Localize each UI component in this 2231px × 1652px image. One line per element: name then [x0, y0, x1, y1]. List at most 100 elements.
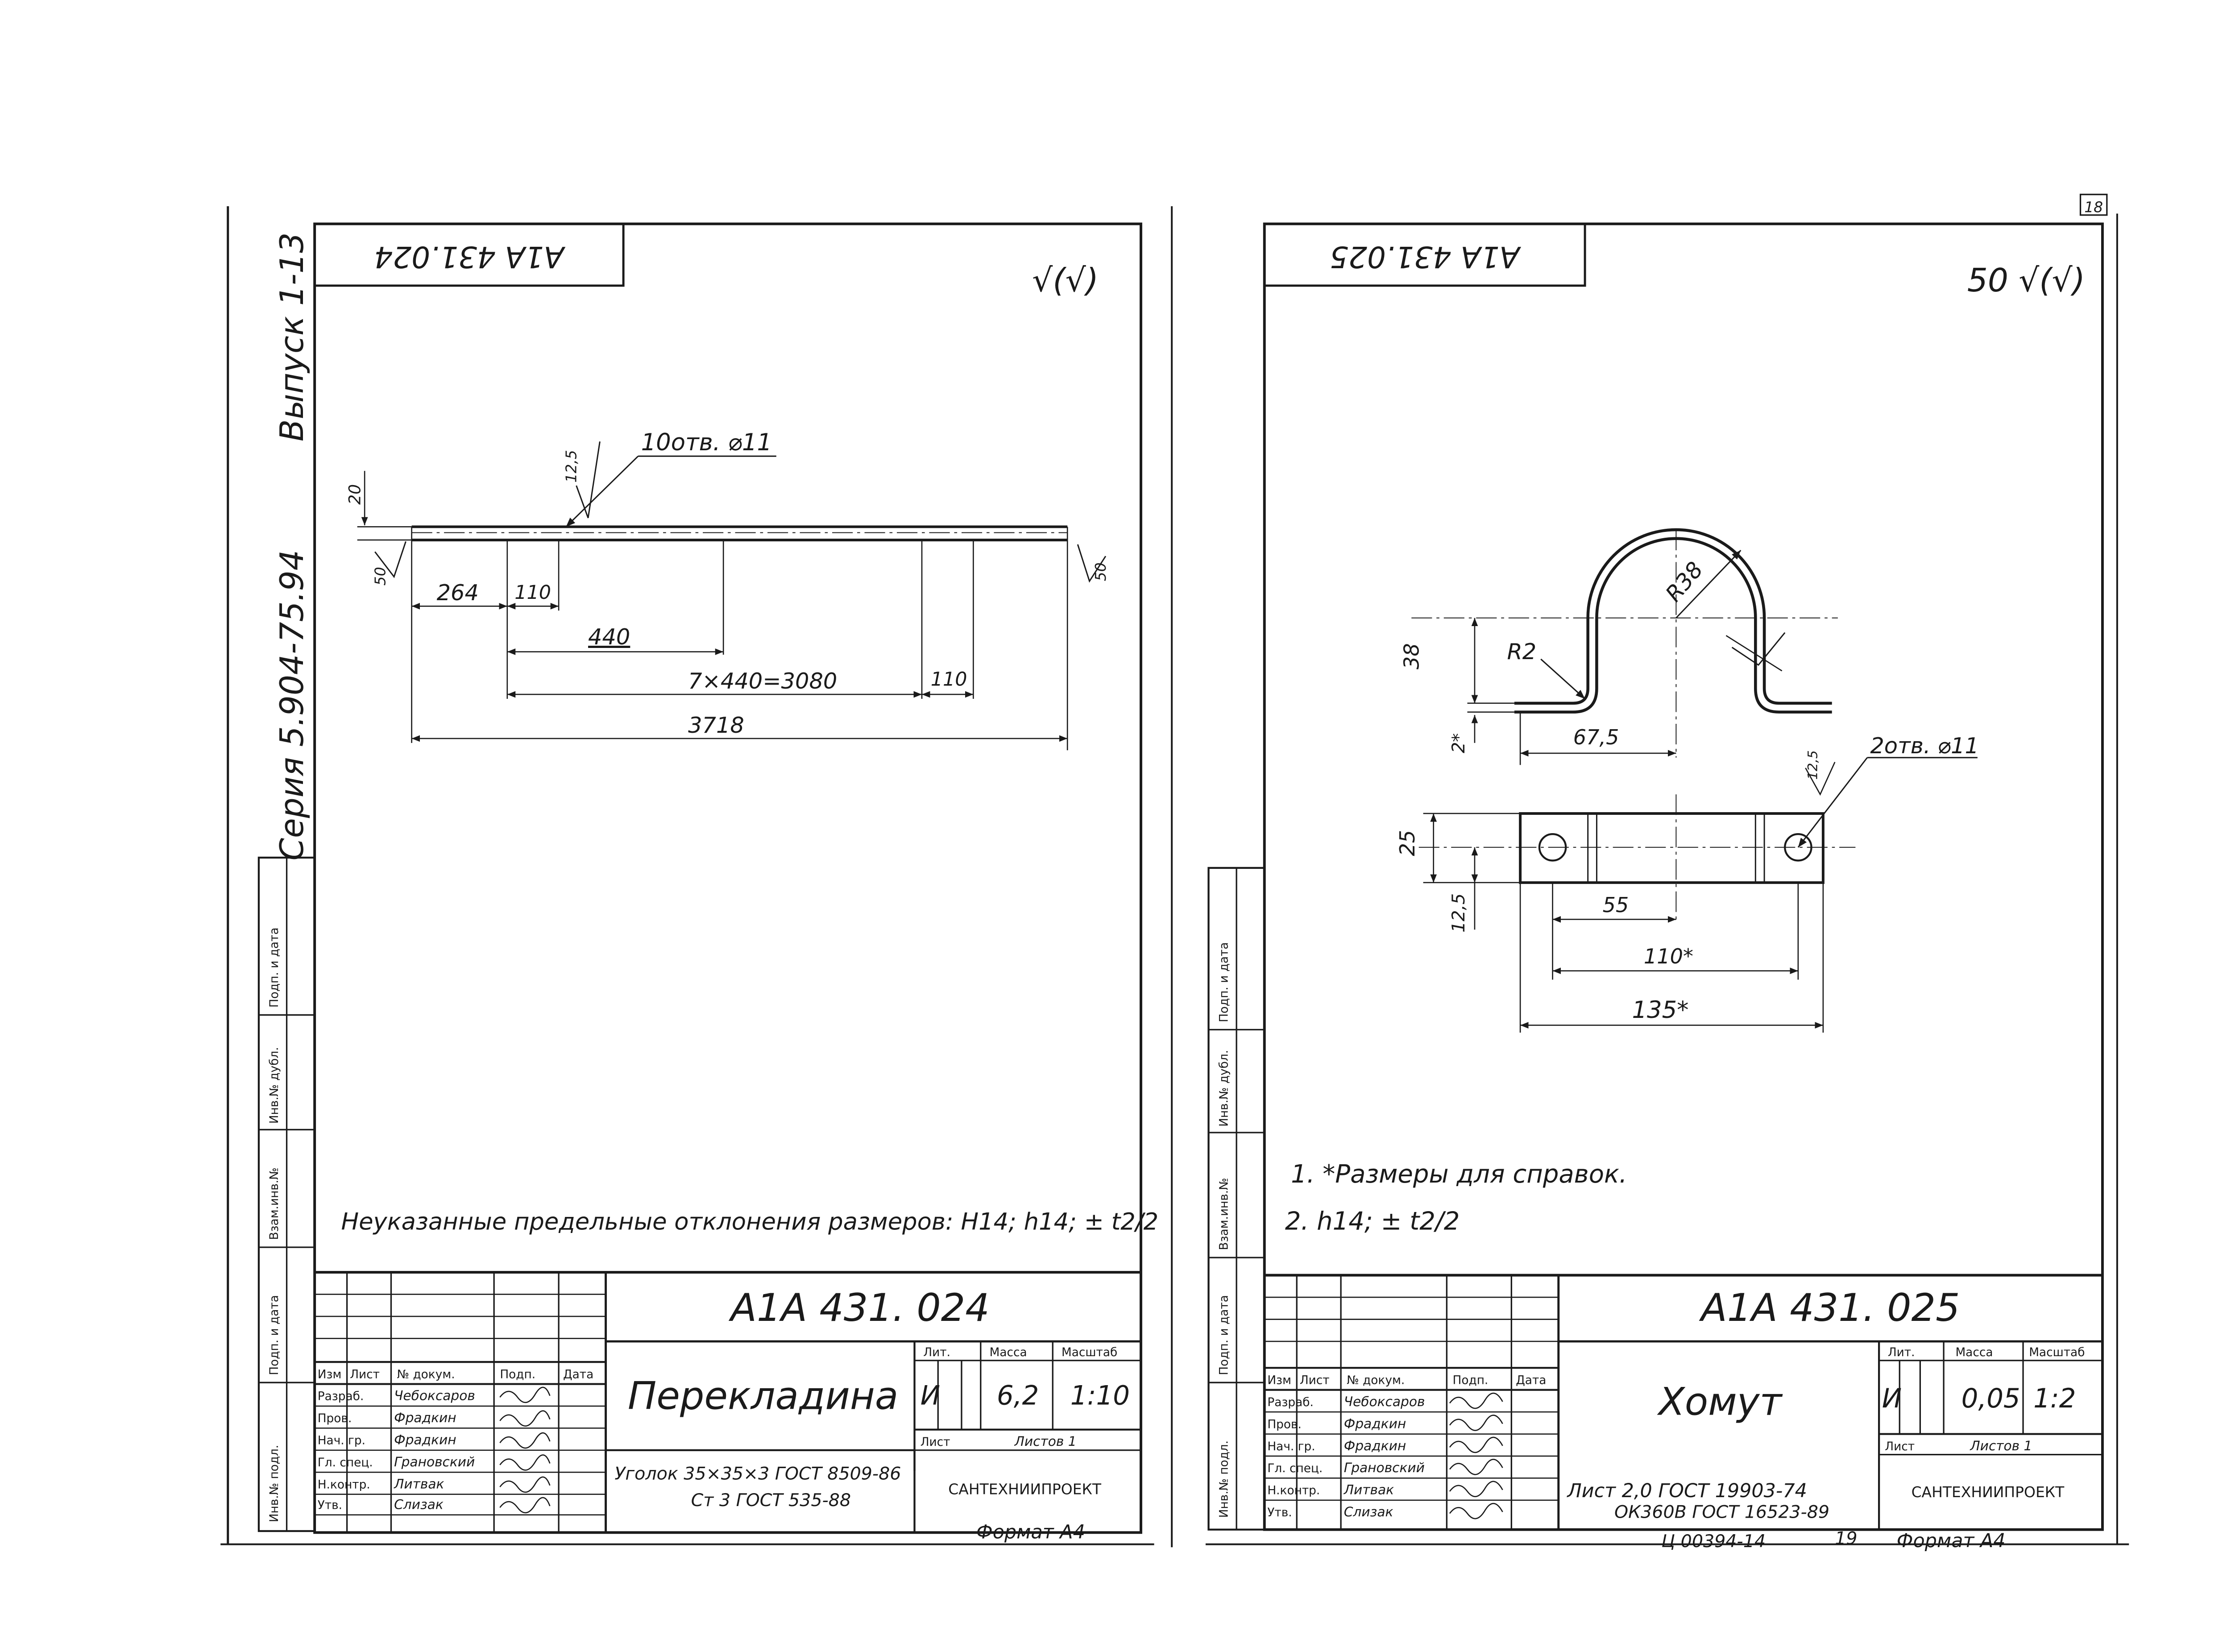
left-th-lit: Лит. [923, 1346, 950, 1359]
left-doc-code: А1А 431. 024 [728, 1286, 989, 1330]
side-label-inv-dubl: Инв.№ дубл. [268, 1047, 281, 1124]
right-clamp-side-view: R38 R2 38 2* 67,5 [1400, 528, 1838, 765]
right-note-2: 2. h14; ± t2/2 [1285, 1207, 1460, 1236]
left-lit-value: И [921, 1380, 940, 1411]
left-dim-264: 264 [437, 580, 479, 606]
right-org: САНТЕХНИИПРОЕКТ [1912, 1483, 2065, 1501]
left-mass-value: 6,2 [997, 1380, 1039, 1411]
right-side-label-inv-podl: Инв.№ подл. [1217, 1440, 1231, 1518]
right-lit-value: И [1882, 1383, 1902, 1414]
right-title-block: Изм Лист № докум. Подп. Дата Разраб. Про… [1264, 1274, 2102, 1530]
right-doc-code: А1А 431. 025 [1699, 1286, 1960, 1330]
right-name-0: Чебоксаров [1344, 1394, 1425, 1409]
left-th-list: Лист [350, 1368, 380, 1381]
left-signature-4 [499, 1476, 551, 1493]
left-dim-12-5: 12,5 [563, 450, 580, 482]
side-label-podp-data: Подп. и дата [268, 1295, 281, 1375]
right-dim-135: 135* [1632, 996, 1689, 1024]
side-label-inv-podl: Инв.№ подл. [268, 1445, 281, 1522]
left-dim-3718: 3718 [688, 712, 744, 738]
right-th-sign: Подп. [1453, 1374, 1489, 1387]
right-side-stamp: Инв.№ подл. Подп. и дата Взам.инв.№ Инв.… [1207, 867, 1265, 1531]
right-th-lit: Лит. [1888, 1346, 1915, 1359]
left-scale-value: 1:10 [1070, 1380, 1130, 1411]
left-th-mass: Масса [990, 1346, 1027, 1359]
right-th-scale: Масштаб [2029, 1346, 2085, 1359]
right-side-label-vzam-inv: Взам.инв.№ [1217, 1178, 1231, 1250]
right-th-list: Лист [1300, 1374, 1330, 1387]
left-dim-50-right: 50 [1092, 562, 1109, 581]
left-th-doc: № докум. [397, 1368, 455, 1381]
right-dim-12-5-top: 12,5 [1805, 750, 1820, 780]
left-signature-2 [499, 1432, 551, 1449]
right-th-date: Дата [1516, 1374, 1546, 1387]
issue-stamp: Выпуск 1-13 [274, 232, 311, 441]
right-material-line1: Лист 2,0 ГОСТ 19903-74 [1567, 1480, 1807, 1502]
right-name-4: Литвак [1344, 1482, 1394, 1498]
right-holes-label: 2отв. ⌀11 [1870, 733, 1979, 759]
left-sheets-count: Листов 1 [1014, 1433, 1077, 1449]
left-part-name: Перекладина [628, 1374, 899, 1418]
right-role-nkontr: Н.контр. [1267, 1484, 1320, 1498]
left-tolerance-note: Неуказанные предельные отклонения размер… [341, 1208, 1158, 1235]
series-stamp: Серия 5.904-75.94 [274, 550, 311, 860]
left-material-line2: Ст 3 ГОСТ 535-88 [691, 1490, 851, 1511]
left-signature-1 [499, 1410, 551, 1427]
right-roughness-mark: 50 √(√) [1967, 262, 2085, 299]
bottom-code: Ц 00394-14 [1661, 1531, 1766, 1552]
left-th-sheet: Лист [921, 1436, 950, 1449]
side-label-vzam-inv: Взам.инв.№ [268, 1167, 281, 1240]
left-side-stamp: Инв.№ подл. Подп. и дата Взам.инв.№ Инв.… [257, 856, 316, 1532]
left-sheet: А1А 431.024 √(√) Инв.№ подл. Подп. и дат… [257, 222, 1158, 1543]
right-sheet: А1А 431.025 50 √(√) Инв.№ подл. Подп. и … [1207, 222, 2104, 1552]
left-dim-110-right: 110 [931, 668, 967, 690]
right-th-izm: Изм [1267, 1374, 1291, 1387]
right-signature-0 [1449, 1392, 1503, 1409]
right-role-utv: Утв. [1267, 1506, 1292, 1519]
left-holes-label: 10отв. ⌀11 [641, 429, 772, 456]
right-side-label-podp-data: Подп. и дата [1217, 1295, 1231, 1375]
left-dim-440: 440 [588, 624, 630, 650]
right-dim-r2: R2 [1507, 639, 1536, 664]
right-dim-110: 110* [1644, 944, 1693, 968]
left-name-2: Фрадкин [394, 1432, 456, 1448]
right-dim-12-5: 12,5 [1448, 893, 1469, 933]
corner-page-box [2079, 194, 2108, 216]
right-th-sheet: Лист [1885, 1440, 1915, 1453]
bottom-page: 19 [1835, 1528, 1857, 1549]
corner-page-number: 18 [2084, 198, 2103, 216]
left-rotated-code: А1А 431.024 [374, 240, 565, 274]
left-role-nach: Нач. гр. [318, 1434, 365, 1448]
right-part-name: Хомут [1657, 1380, 1783, 1424]
left-th-sign: Подп. [500, 1368, 535, 1381]
right-signature-2 [1449, 1436, 1503, 1453]
left-code-box [313, 223, 625, 287]
right-name-3: Грановский [1344, 1460, 1425, 1475]
right-signature-3 [1449, 1459, 1503, 1475]
right-signature-5 [1449, 1503, 1503, 1519]
right-role-razrab: Разраб. [1267, 1396, 1314, 1409]
right-scale-value: 1:2 [2033, 1383, 2076, 1414]
left-role-utv: Утв. [318, 1499, 342, 1512]
left-th-scale: Масштаб [1062, 1346, 1117, 1359]
right-th-mass: Масса [1955, 1346, 1993, 1359]
left-name-3: Грановский [394, 1454, 475, 1469]
right-signature-4 [1449, 1481, 1503, 1497]
left-dim-20: 20 [345, 484, 364, 505]
right-name-5: Слизак [1344, 1504, 1393, 1519]
right-frame [1263, 222, 2104, 1531]
right-dim-2: 2* [1448, 733, 1469, 753]
right-sheets-count: Листов 1 [1970, 1438, 2032, 1453]
right-rotated-code: А1А 431.025 [1330, 240, 1521, 274]
right-dim-r38: R38 [1660, 557, 1708, 607]
left-roughness-mark: √(√) [1032, 262, 1099, 299]
right-dim-25: 25 [1395, 830, 1419, 856]
right-format-label: Формат А4 [1897, 1530, 2006, 1552]
right-name-1: Фрадкин [1344, 1415, 1406, 1431]
side-label-podp-data-2: Подп. и дата [268, 927, 281, 1008]
right-mass-value: 0,05 [1961, 1383, 2020, 1414]
left-role-nkontr: Н.контр. [318, 1478, 370, 1491]
left-name-5: Слизак [394, 1497, 444, 1512]
left-name-1: Фрадкин [394, 1410, 456, 1425]
